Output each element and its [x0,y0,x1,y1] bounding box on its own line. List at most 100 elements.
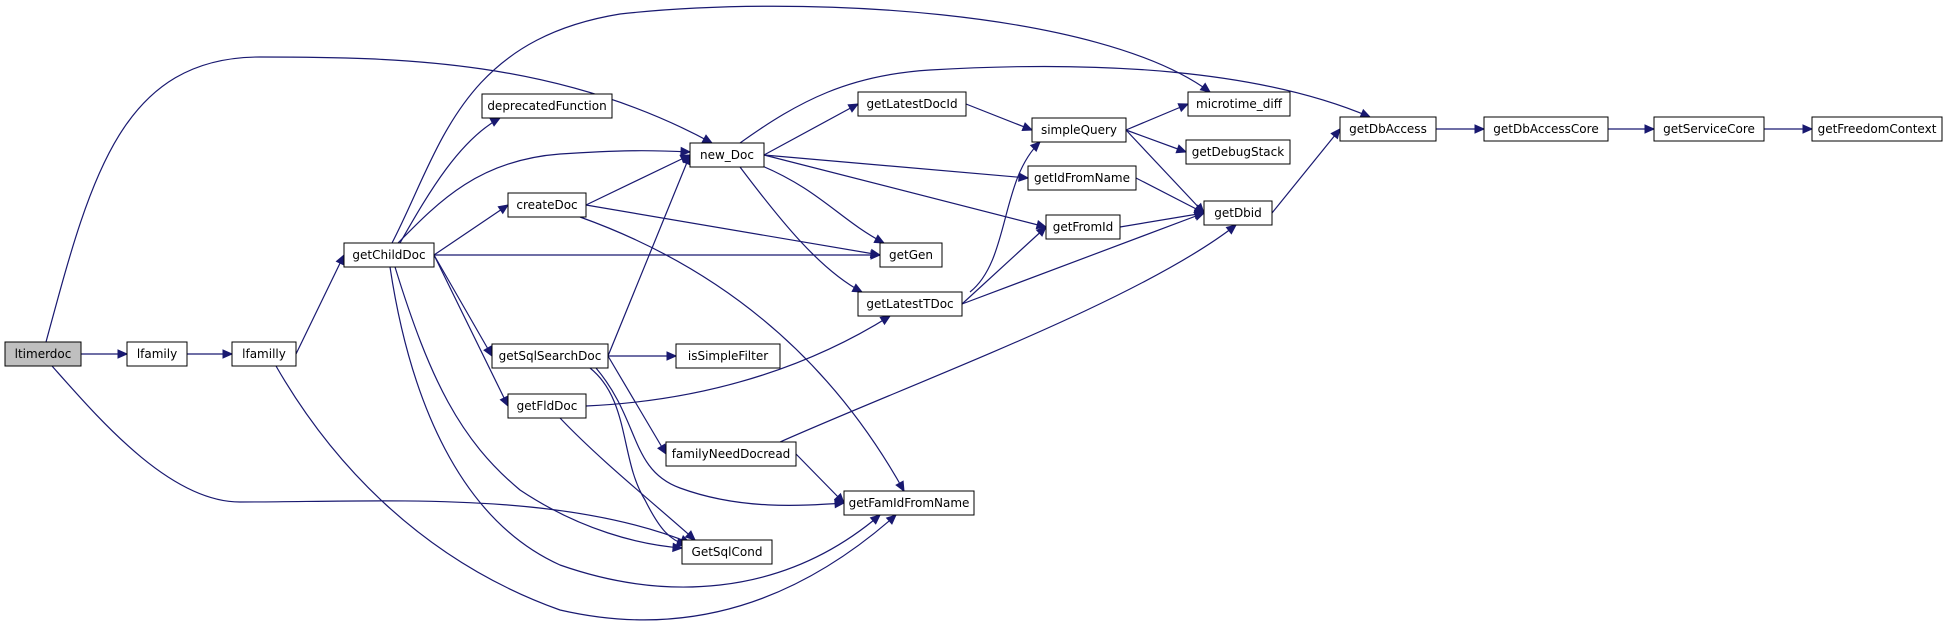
arrowhead-new_Doc-to-getLatestTDoc [851,283,864,293]
node-lfamilly[interactable]: lfamilly [231,341,297,367]
arrowhead-getDbid-to-getDbAccess [1330,128,1341,140]
edge-getLatestTDoc-to-simpleQuery [969,141,1041,293]
edge-new_Doc-to-getGen [759,164,885,244]
node-box [1027,165,1137,191]
edge-familyNeedDocread-to-getFamIdFromName [795,453,845,504]
node-getServiceCore[interactable]: getServiceCore [1653,116,1765,142]
edge-new_Doc-to-getFromId [763,154,1047,228]
node-box [491,343,609,369]
node-getLatestTDoc[interactable]: getLatestTDoc [857,291,963,317]
node-box [1045,214,1121,240]
edge-new_Doc-to-getLatestTDoc [739,166,863,293]
node-getSqlSearchDoc[interactable]: getSqlSearchDoc [491,343,609,369]
edge-createDoc-to-getFamIdFromName [579,216,905,492]
arrowhead-getLatestTDoc-to-getFromId [1035,226,1047,237]
node-box [1811,116,1943,142]
node-label: getFreedomContext [1818,122,1937,136]
node-label: getFromId [1053,220,1114,234]
edge-new_Doc-to-getLatestDocId [763,103,859,156]
node-lfamily[interactable]: lfamily [126,341,188,367]
arrowhead-lfamilly-to-getChildDoc [335,253,345,266]
edge-getChildDoc-to-GetSqlCond [394,266,683,549]
edges-layer [45,5,1814,621]
node-box [343,242,435,268]
node-label: getFamIdFromName [849,496,970,510]
arrowhead-simpleQuery-to-microtime_diff [1177,103,1190,113]
edge-getChildDoc-to-deprecatedFunction [399,117,501,244]
edge-ltimerdoc-to-new_Doc [45,56,713,343]
edge-getLatestDocId-to-simpleQuery [965,103,1033,131]
edge-getSqlSearchDoc-to-GetSqlCond [589,367,687,546]
node-label: getDbAccess [1349,122,1427,136]
node-getChildDoc[interactable]: getChildDoc [343,242,435,268]
edge-getSqlSearchDoc-to-familyNeedDocread [607,355,667,455]
arrowhead-new_Doc-to-getLatestDocId [847,103,860,113]
node-box [1339,116,1437,142]
node-getDbid[interactable]: getDbid [1203,200,1273,226]
node-getIdFromName[interactable]: getIdFromName [1027,165,1137,191]
node-getFldDoc[interactable]: getFldDoc [507,393,587,419]
node-box [481,93,613,119]
node-box [126,341,188,367]
node-label: getLatestDocId [866,97,957,111]
node-label: getDebugStack [1192,145,1284,159]
arrowhead-getFldDoc-to-GetSqlCond [684,530,696,541]
node-createDoc[interactable]: createDoc [507,192,587,218]
node-new_Doc[interactable]: new_Doc [689,142,765,168]
arrowhead-getChildDoc-to-getSqlSearchDoc [483,345,493,358]
arrowhead-getChildDoc-to-getFldDoc [499,395,509,408]
edge-getChildDoc-to-new_Doc [397,150,691,244]
node-familyNeedDocread[interactable]: familyNeedDocread [665,441,797,467]
node-getFromId[interactable]: getFromId [1045,214,1121,240]
edge-getSqlSearchDoc-to-getFamIdFromName [595,367,845,506]
node-getFreedomContext[interactable]: getFreedomContext [1811,116,1943,142]
node-label: simpleQuery [1041,123,1117,137]
node-isSimpleFilter[interactable]: isSimpleFilter [675,343,781,369]
node-label: getDbid [1214,206,1262,220]
node-getFamIdFromName[interactable]: getFamIdFromName [843,490,975,516]
edge-lfamilly-to-getFamIdFromName [275,365,897,621]
arrowhead-getChildDoc-to-createDoc [497,204,510,215]
node-getDbAccess[interactable]: getDbAccess [1339,116,1437,142]
node-label: GetSqlCond [692,545,763,559]
edge-lfamilly-to-getChildDoc [295,254,345,355]
arrowhead-new_Doc-to-getFromId [1035,220,1048,230]
edge-getChildDoc-to-getSqlSearchDoc [433,254,493,357]
arrowhead-getChildDoc-to-deprecatedFunction [489,117,502,127]
node-ltimerdoc[interactable]: ltimerdoc [4,341,82,367]
node-box [879,242,943,268]
node-box [4,341,82,367]
edge-simpleQuery-to-getDbid [1125,129,1205,214]
node-microtime_diff[interactable]: microtime_diff [1187,91,1291,117]
edge-getChildDoc-to-getFldDoc [433,254,509,407]
node-label: getChildDoc [352,248,425,262]
node-label: microtime_diff [1196,97,1283,111]
arrowhead-lfamilly-to-getFamIdFromName [885,514,897,525]
arrowhead-getFromId-to-getDbid [1193,209,1206,220]
node-getGen[interactable]: getGen [879,242,943,268]
node-label: getDbAccessCore [1493,122,1598,136]
node-box [1203,200,1273,226]
edge-getLatestTDoc-to-getFromId [961,226,1047,305]
arrowhead-getChildDoc-to-microtime_diff [1199,82,1211,93]
arrowhead-getSqlSearchDoc-to-familyNeedDocread [657,443,667,456]
edge-simpleQuery-to-microtime_diff [1125,103,1189,131]
node-simpleQuery[interactable]: simpleQuery [1031,117,1127,143]
node-box [689,142,765,168]
node-box [507,393,587,419]
node-getDebugStack[interactable]: getDebugStack [1185,139,1291,165]
arrowhead-ltimerdoc-to-lfamily [117,349,129,359]
node-box [857,291,963,317]
arrowhead-simpleQuery-to-getDebugStack [1175,144,1188,154]
node-getDbAccessCore[interactable]: getDbAccessCore [1483,116,1609,142]
edge-getChildDoc-to-createDoc [433,204,509,256]
node-GetSqlCond[interactable]: GetSqlCond [681,539,773,565]
node-label: getLatestTDoc [866,297,953,311]
node-deprecatedFunction[interactable]: deprecatedFunction [481,93,613,119]
node-label: lfamily [137,347,177,361]
edge-createDoc-to-new_Doc [585,154,691,206]
node-label: createDoc [516,198,577,212]
node-box [231,341,297,367]
node-getLatestDocId[interactable]: getLatestDocId [857,91,967,117]
node-box [665,441,797,467]
